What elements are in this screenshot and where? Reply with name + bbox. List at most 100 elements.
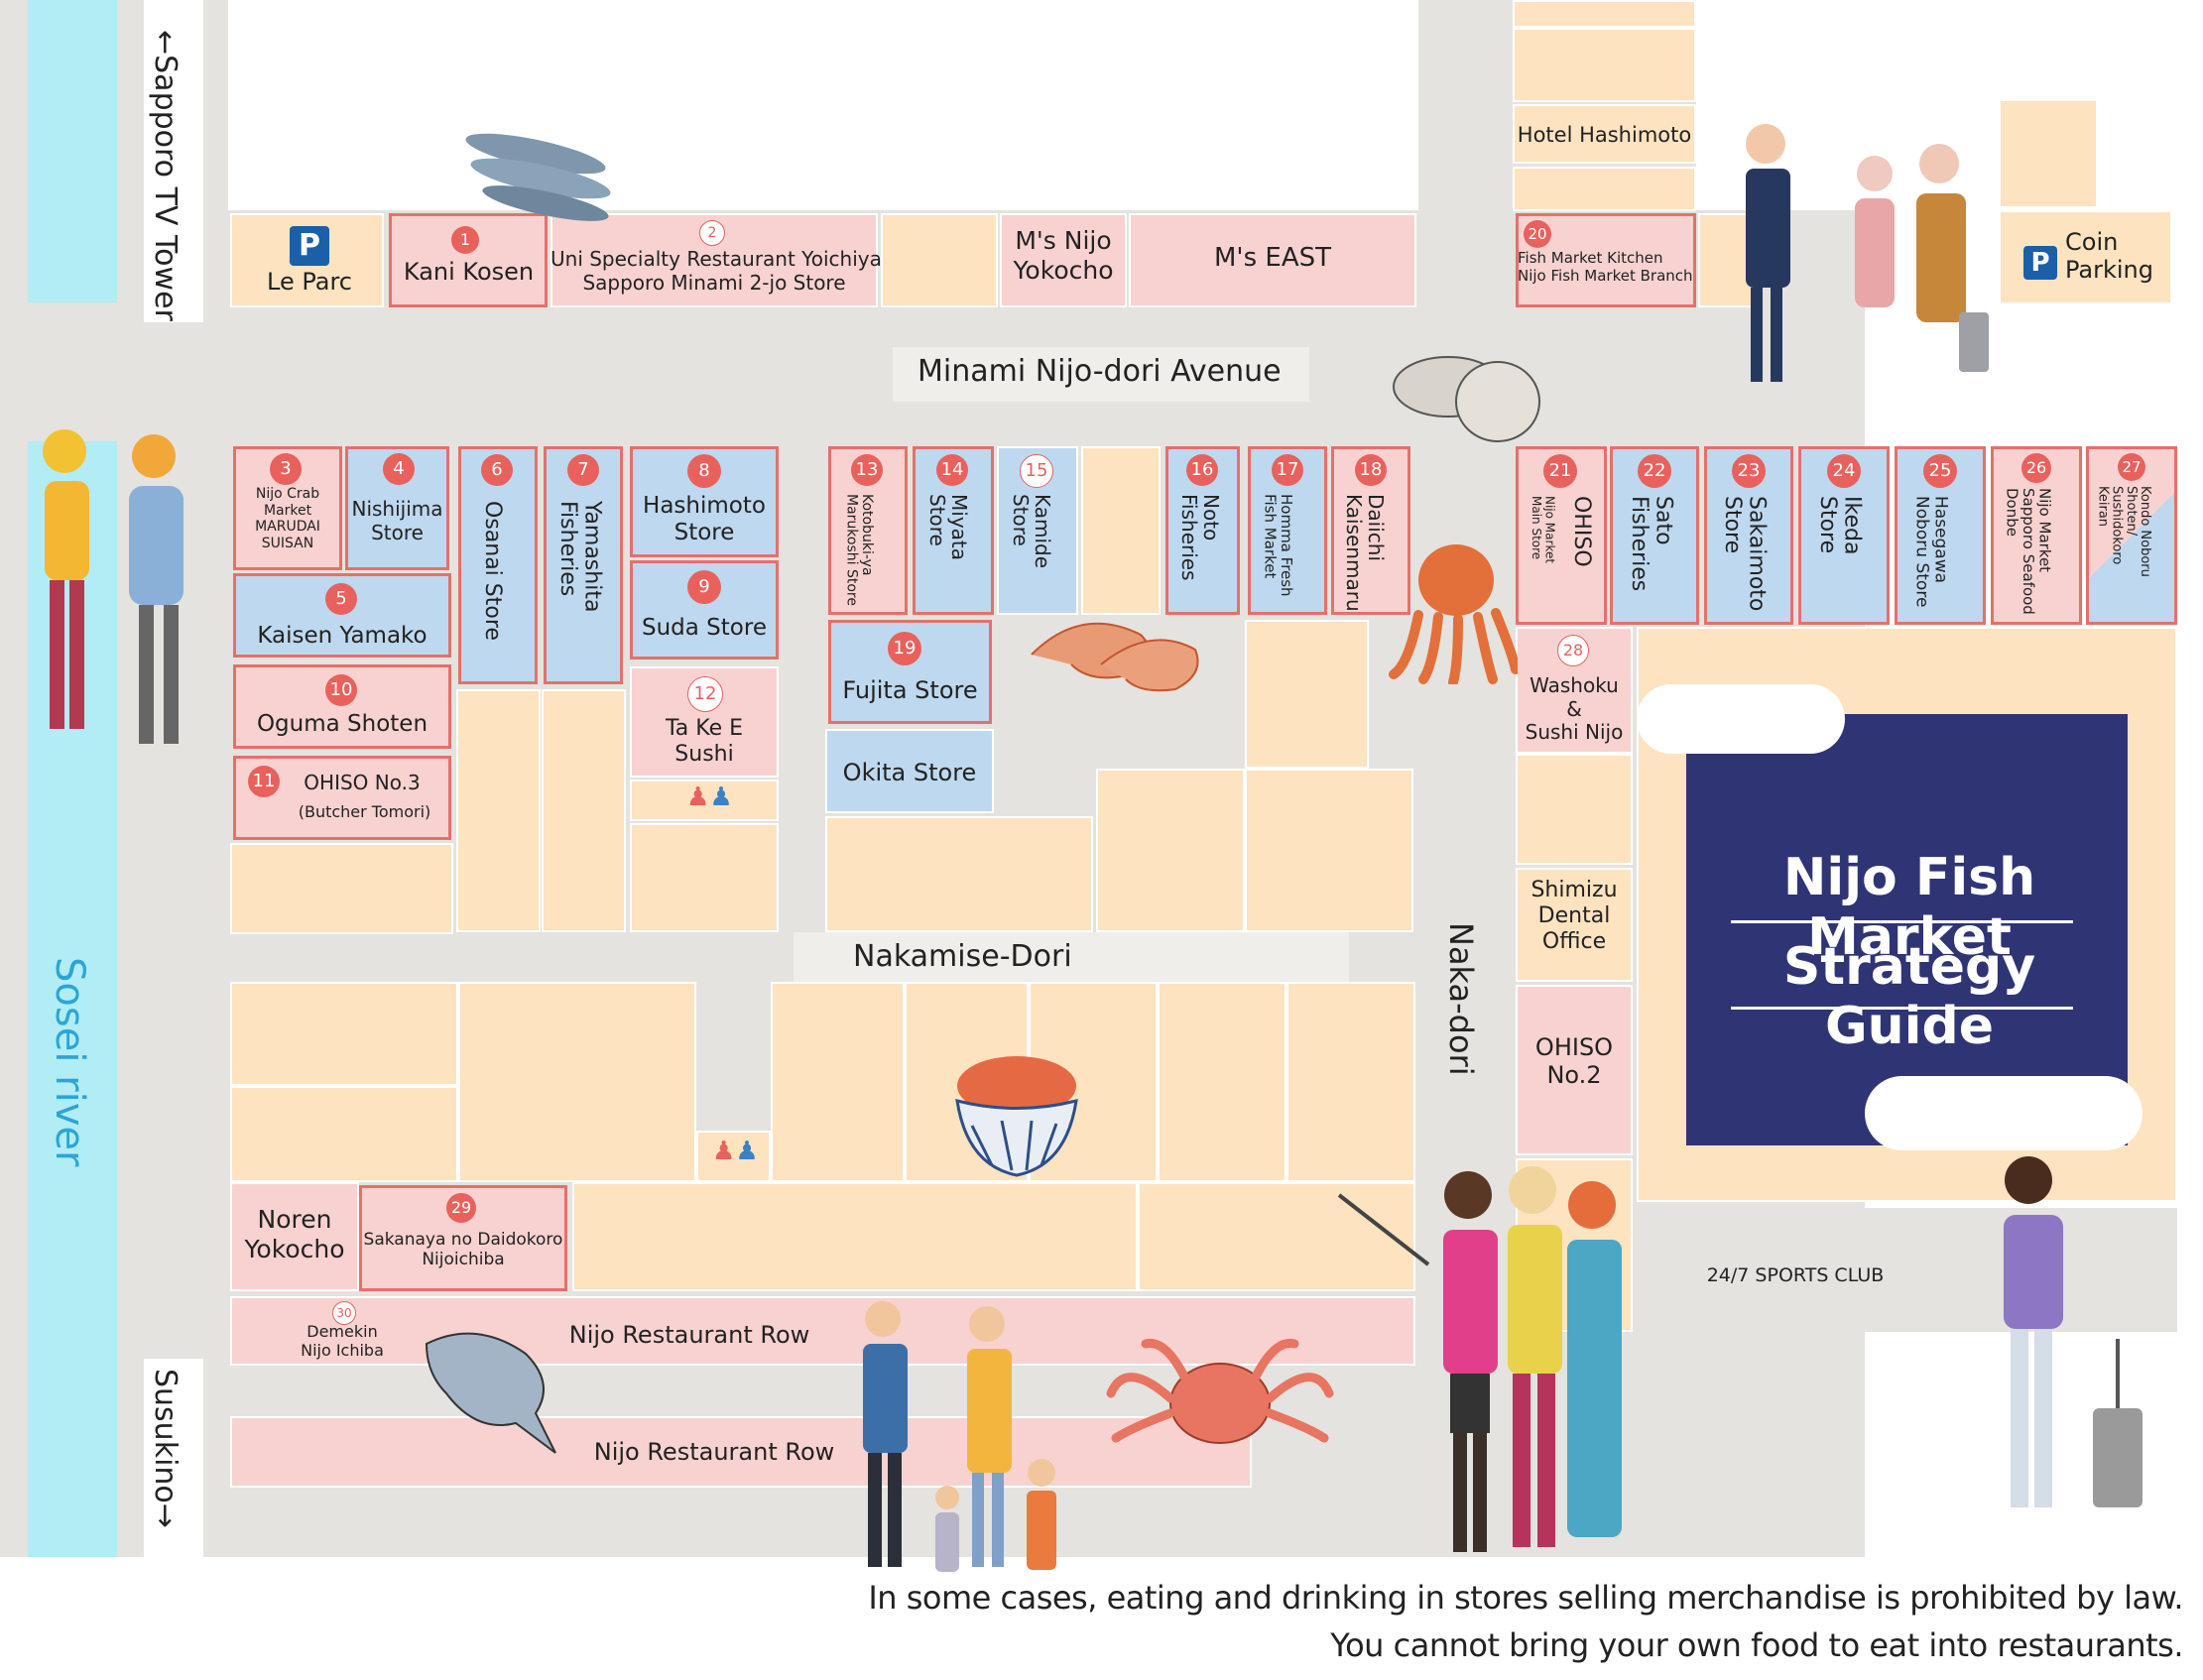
nijo-restaurant-row-2[interactable] — [230, 1416, 1252, 1488]
store-name: Ikeda Store — [1815, 496, 1865, 555]
guide-title-line2: Strategy Guide — [1782, 937, 2036, 1056]
store-name: Okita Store — [842, 759, 977, 786]
road-sapporo-tv-tower: ←Sapporo TV Tower — [148, 30, 183, 321]
store-28[interactable] — [1516, 627, 1633, 754]
store-name: Nijo Crab Market MARUDAI SUISAN — [255, 486, 320, 551]
store-23[interactable] — [1704, 446, 1793, 625]
store-30-name: Demekin Nijo Ichiba — [301, 1322, 384, 1360]
store-name: Washoku & Sushi Nijo — [1525, 673, 1624, 745]
parking-icon: P — [2023, 246, 2057, 280]
store-number: 27 — [2118, 453, 2145, 481]
store-name: Daiichi Kaisenmaru — [1342, 494, 1388, 612]
store-number: 19 — [888, 632, 921, 665]
le-parc-label: Le Parc — [267, 268, 352, 296]
notice-line-2: You cannot bring your own food to eat in… — [1330, 1626, 2183, 1664]
store-19[interactable] — [828, 620, 992, 724]
ohiso-no2-label: OHISO No.2 — [1534, 1033, 1614, 1090]
store-number: 1 — [451, 226, 479, 254]
tourists-illustration-top-right — [1746, 124, 1989, 382]
store-name: Noto Fisheries — [1177, 494, 1223, 581]
store-13[interactable] — [828, 446, 908, 615]
restaurant-row-label: Nijo Restaurant Row — [568, 1321, 810, 1349]
store-name: Kondo Noboru Shoten/ Sushidokoro Keiran — [2095, 486, 2153, 577]
store-number: 17 — [1272, 454, 1303, 486]
store-number: 21 — [1543, 454, 1577, 488]
river-label: Sosei river — [47, 957, 92, 1167]
river-north — [28, 0, 117, 302]
store-number: 3 — [270, 453, 302, 485]
oyster-icon — [1393, 356, 1540, 442]
store-10[interactable] — [233, 664, 451, 749]
store-sub: Nijo Market Main Store — [1530, 496, 1557, 564]
parking-icon: P — [290, 226, 329, 266]
store-name: Ta Ke E Sushi — [665, 716, 744, 767]
tuna-fish-icon — [425, 1332, 556, 1454]
sports-club-label: 24/7 SPORTS CLUB — [1706, 1264, 1885, 1286]
ms-east-label: M's EAST — [1214, 243, 1331, 273]
store-number: 13 — [851, 454, 883, 486]
store-name: Kani Kosen — [403, 258, 535, 286]
guide-title-line1: Nijo Fish Market — [1782, 848, 2036, 967]
store-6[interactable] — [458, 446, 538, 684]
store-22[interactable] — [1610, 446, 1699, 625]
store-name: Oguma Shoten — [256, 711, 428, 737]
traveler-illustration — [2004, 1156, 2142, 1507]
store-name: Uni Specialty Restaurant Yoichiya Sappor… — [551, 247, 882, 295]
restroom[interactable] — [630, 780, 779, 821]
store-name: Homma Fresh Fish Market — [1261, 494, 1296, 597]
notice-line-1: In some cases, eating and drinking in st… — [868, 1579, 2183, 1617]
store-name: Kaisen Yamako — [257, 623, 428, 649]
store-number: 9 — [687, 570, 721, 604]
octopus-icon — [1389, 544, 1518, 684]
store-name: Sakaimoto Store — [1720, 496, 1770, 612]
tourists-illustration-left — [43, 429, 184, 744]
store-number: 15 — [1020, 454, 1053, 488]
place-ohiso-no2[interactable] — [1516, 985, 1633, 1155]
restroom[interactable] — [696, 1131, 771, 1182]
ms-nijo-label: M's Nijo Yokocho — [1013, 226, 1114, 285]
coin-parking-label: Coin Parking — [2065, 228, 2153, 285]
store-okita[interactable] — [825, 729, 994, 813]
store-number: 22 — [1638, 454, 1671, 488]
store-number: 11 — [248, 766, 280, 797]
hotel-hashimoto[interactable] — [1513, 104, 1696, 164]
shrimp-icon — [1031, 622, 1199, 692]
store-name: Sato Fisheries — [1627, 496, 1676, 592]
map-blank — [228, 0, 1418, 210]
place-ms-nijo[interactable] — [1000, 213, 1127, 307]
store-name: Miyata Store — [925, 494, 971, 561]
store-number: 8 — [687, 454, 721, 488]
store-number: 30 — [332, 1301, 356, 1325]
sports-club[interactable] — [1637, 1208, 2177, 1332]
store-number: 25 — [1923, 454, 1957, 488]
store-number: 23 — [1732, 454, 1766, 488]
store-name: Kamide Store — [1009, 494, 1054, 569]
store-29[interactable] — [359, 1185, 567, 1291]
crab-icon — [1106, 1338, 1334, 1444]
store-number: 20 — [1524, 220, 1551, 248]
hotel-label: Hotel Hashimoto — [1517, 123, 1692, 147]
store-7[interactable] — [544, 446, 623, 684]
store-name: Fujita Store — [842, 676, 978, 704]
shimizu-dental[interactable] — [1516, 868, 1633, 982]
store-number: 28 — [1557, 635, 1589, 666]
fish-illustration-icon — [465, 133, 611, 221]
store-name: Yamashita Fisheries — [555, 501, 605, 613]
store-number: 6 — [481, 454, 513, 486]
place-ms-east[interactable] — [1129, 213, 1416, 307]
place-noren-yokocho[interactable] — [230, 1182, 359, 1291]
store-name: Nijo Market Sapporo Seafood Donbe — [2003, 488, 2054, 615]
selfie-tourists-illustration — [1337, 1166, 1622, 1552]
store-number: 26 — [2021, 453, 2051, 483]
donburi-bowl-icon — [955, 1056, 1078, 1177]
restroom-icon: ♟♟ — [712, 1137, 759, 1166]
block — [881, 213, 998, 307]
road-minami-nijo: Minami Nijo-dori Avenue — [918, 354, 1282, 389]
restaurant-row-label: Nijo Restaurant Row — [593, 1438, 835, 1466]
store-20[interactable] — [1516, 213, 1696, 307]
store-number: 10 — [325, 674, 357, 706]
restroom-icon: ♟♟ — [686, 782, 733, 812]
store-number: 4 — [383, 453, 415, 485]
store-number: 2 — [699, 220, 725, 246]
family-illustration — [863, 1301, 1056, 1572]
